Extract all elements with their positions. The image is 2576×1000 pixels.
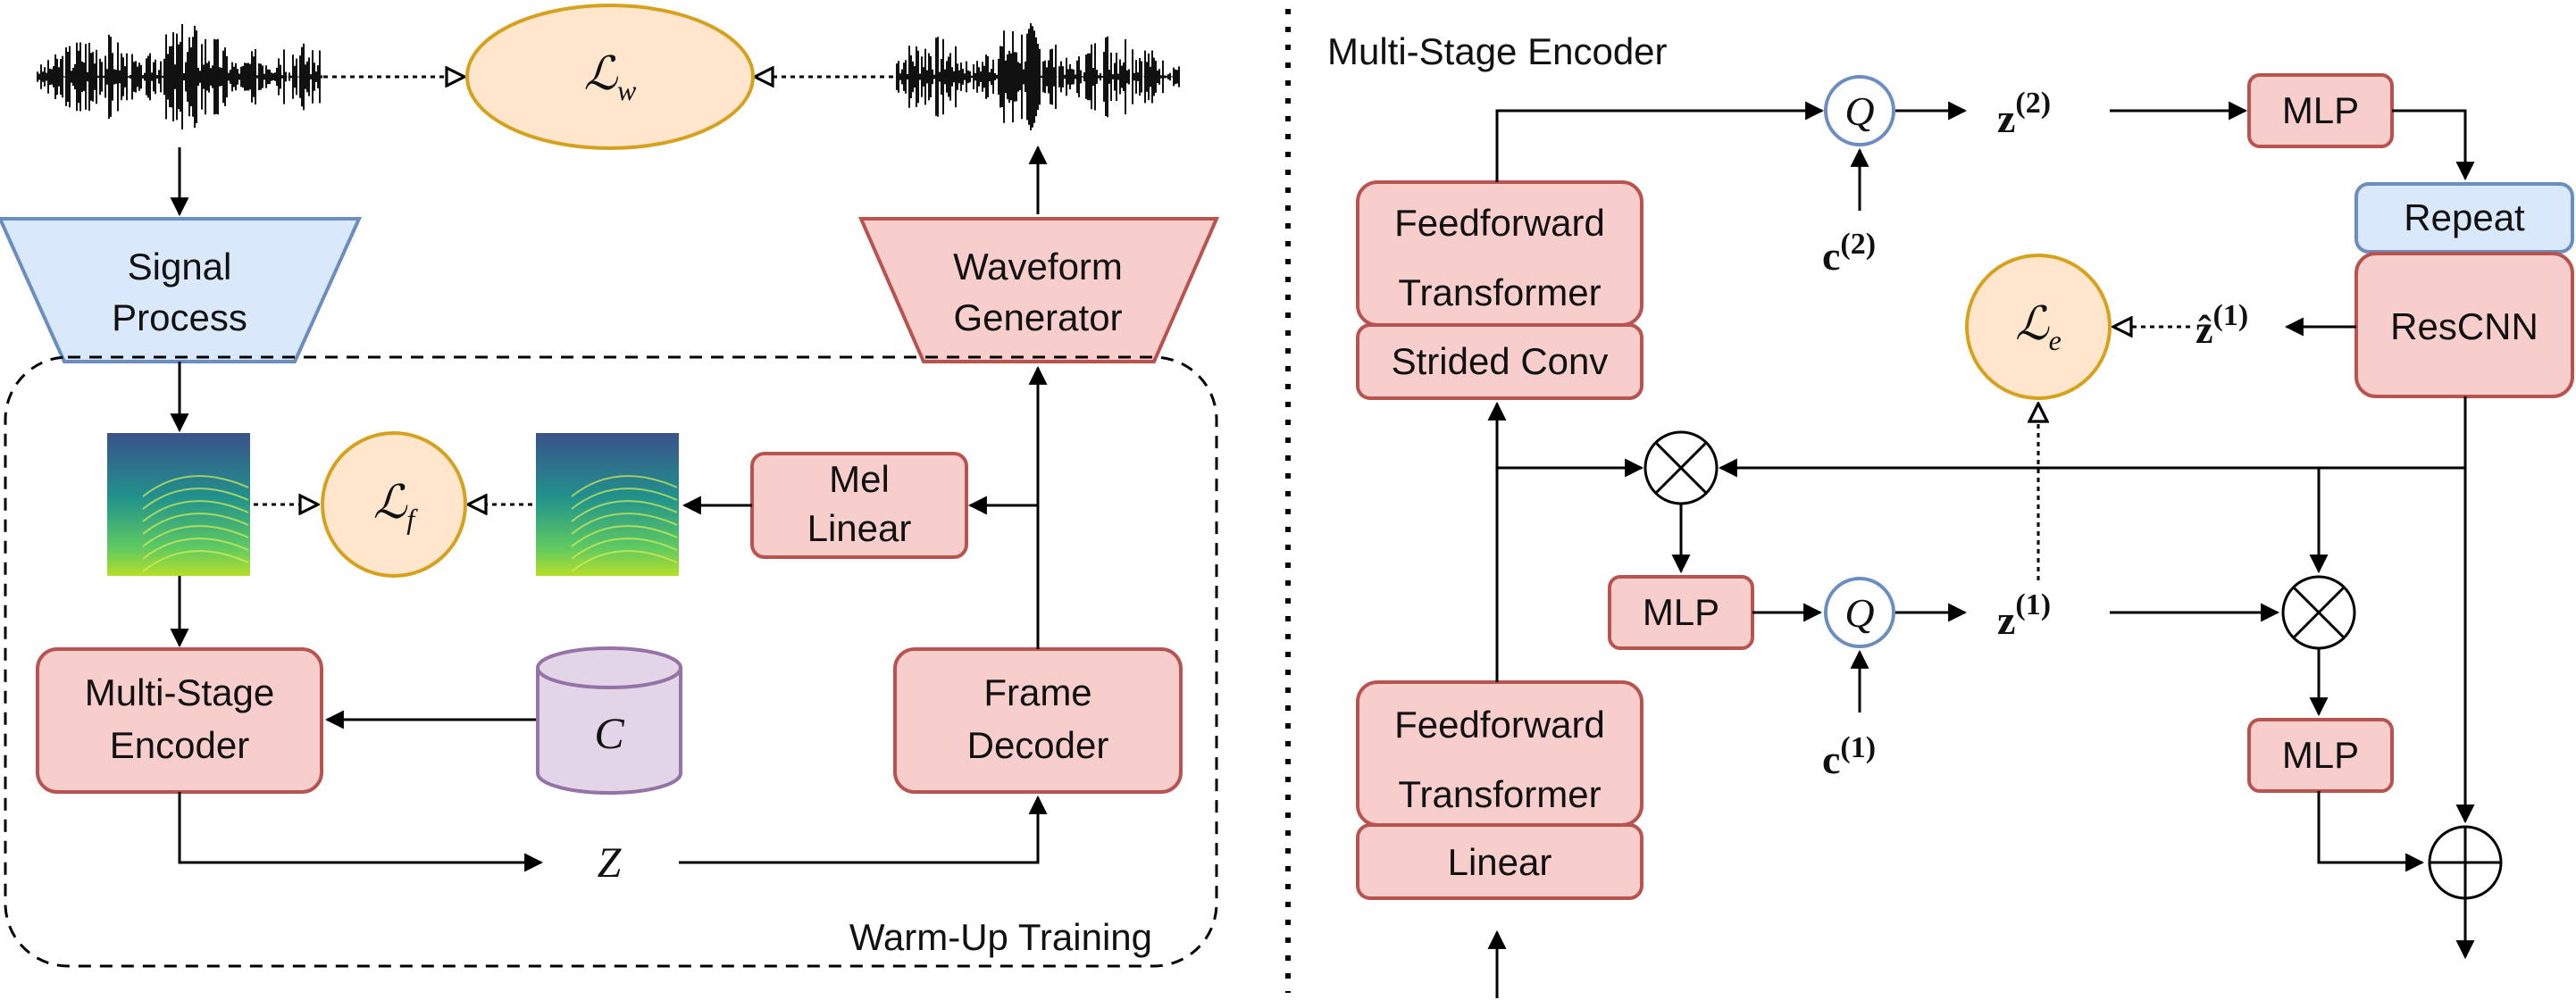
mel-harmonic <box>142 475 249 497</box>
mel-harmonic <box>142 500 249 522</box>
waveform-generator-line1: Waveform <box>953 246 1123 288</box>
loss-e-symbol: ℒ <box>2015 299 2050 350</box>
rescnn-block: ResCNN <box>2354 252 2574 398</box>
warmup-label: Warm-Up Training <box>849 916 1152 958</box>
mlp-top-label: MLP <box>2282 89 2359 131</box>
mlp-mid-label: MLP <box>1643 591 1719 633</box>
svg-text:ℒf: ℒf <box>373 478 418 535</box>
ff-bottom-line2: Transformer <box>1398 773 1601 815</box>
svg-text:ℒw: ℒw <box>584 49 637 106</box>
latent-z: Z <box>598 839 623 887</box>
mel-linear-block: Mel Linear <box>750 452 968 559</box>
mlp-top-block: MLP <box>2247 73 2394 148</box>
mel-harmonic <box>571 500 678 522</box>
multiply-node-1 <box>1643 430 1719 505</box>
encoder-line1: Multi-Stage <box>85 671 274 713</box>
warmup-region <box>4 355 1218 968</box>
fft-to-q2-arrow <box>1495 101 1825 182</box>
loss-f-node: ℒf <box>321 431 467 578</box>
loss-e-node: ℒe <box>1965 254 2112 400</box>
encoder-line2: Encoder <box>110 724 249 766</box>
encoder-to-z-arrow <box>178 792 544 872</box>
multi-stage-encoder-block: Multi-Stage Encoder <box>36 647 323 794</box>
codebook-cylinder: C <box>536 646 682 795</box>
z-to-decoder-arrow <box>679 795 1048 864</box>
quantizer-bottom: Q <box>1824 577 1895 648</box>
q-top-label: Q <box>1844 88 1874 134</box>
c1-label: c(1) <box>1822 731 1876 782</box>
mel-harmonic <box>142 488 249 510</box>
output-waveform <box>896 23 1180 130</box>
strided-conv-block: Strided Conv <box>1356 323 1643 400</box>
z1-label: z(1) <box>1997 588 2051 643</box>
mlp-to-sum-arrow <box>2317 791 2425 872</box>
feedforward-transformer-top: Feedforward Transformer <box>1356 180 1643 327</box>
strided-conv-label: Strided Conv <box>1392 340 1609 382</box>
loss-w-symbol: ℒ <box>584 49 619 100</box>
input-waveform <box>37 24 322 129</box>
right-panel-title: Multi-Stage Encoder <box>1327 30 1668 72</box>
sum-node <box>2428 825 2503 900</box>
ff-top-line1: Feedforward <box>1394 202 1605 244</box>
mel-harmonic <box>571 525 678 547</box>
mlp-low-label: MLP <box>2282 734 2359 776</box>
multiply-node-2 <box>2281 575 2356 650</box>
mel-linear-line1: Mel <box>829 458 890 500</box>
feedforward-transformer-bottom: Feedforward Transformer <box>1356 680 1643 827</box>
frame-decoder-block: Frame Decoder <box>893 647 1183 794</box>
signal-process-line1: Signal <box>128 246 232 288</box>
mlp-low-block: MLP <box>2247 718 2394 793</box>
mel-harmonic <box>571 475 678 497</box>
repeat-label: Repeat <box>2404 196 2525 238</box>
linear-label: Linear <box>1448 841 1552 883</box>
waveform-generator-block: Waveform Generator <box>857 217 1220 363</box>
linear-block: Linear <box>1356 823 1643 900</box>
mel-harmonic <box>142 538 249 560</box>
mel-harmonic <box>571 512 678 535</box>
svg-text:ℒe: ℒe <box>2015 299 2062 356</box>
codebook-label: C <box>594 708 624 758</box>
c2-label: c(2) <box>1822 228 1876 279</box>
ff-top-line2: Transformer <box>1398 271 1601 313</box>
signal-process-line2: Process <box>112 296 247 338</box>
quantizer-top: Q <box>1824 75 1895 146</box>
mel-spectrogram-input <box>107 433 250 576</box>
rescnn-label: ResCNN <box>2390 305 2538 347</box>
loss-e-subscript: e <box>2049 324 2062 356</box>
mel-harmonic <box>571 538 678 560</box>
waveform-generator-line2: Generator <box>953 296 1122 338</box>
mel-harmonic <box>571 550 678 572</box>
mlp-mid-block: MLP <box>1608 575 1754 650</box>
mel-linear-line2: Linear <box>807 507 912 549</box>
zhat1-label: ẑ(1) <box>2195 299 2248 352</box>
ff-bottom-line1: Feedforward <box>1394 704 1605 746</box>
repeat-block: Repeat <box>2354 182 2574 254</box>
mel-harmonic <box>142 512 249 535</box>
q-bottom-label: Q <box>1844 590 1874 636</box>
mlp-to-repeat-arrow <box>2392 109 2475 181</box>
decoder-line1: Frame <box>983 671 1091 713</box>
loss-w-subscript: w <box>617 74 637 106</box>
mel-harmonic <box>571 488 678 510</box>
mel-spectrogram-output <box>536 433 679 576</box>
mel-harmonic <box>142 550 249 572</box>
mel-harmonic <box>142 525 249 547</box>
decoder-line2: Decoder <box>967 724 1109 766</box>
loss-f-symbol: ℒ <box>373 478 408 529</box>
signal-process-block: Signal Process <box>0 217 363 363</box>
loss-w-node: ℒw <box>465 4 755 150</box>
z2-label: z(2) <box>1997 87 2051 141</box>
